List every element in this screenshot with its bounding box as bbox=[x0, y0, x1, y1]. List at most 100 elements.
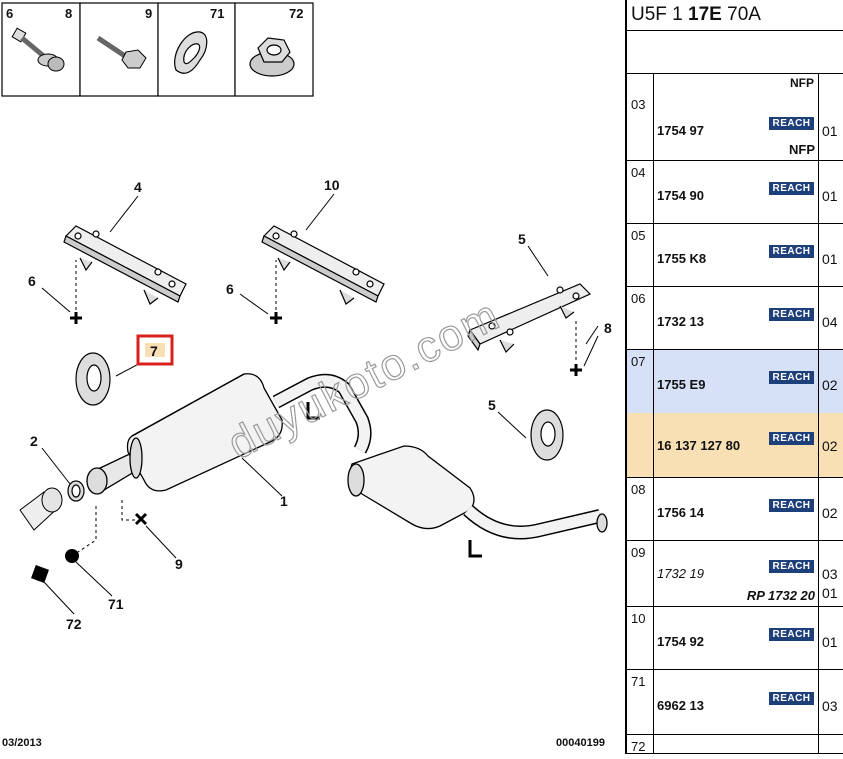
reach-badge: REACH bbox=[769, 499, 814, 512]
callout-7: 7 bbox=[150, 343, 158, 359]
box4-label: 72 bbox=[289, 6, 303, 21]
column-divider-index bbox=[653, 73, 654, 754]
bolt-washer-icon bbox=[11, 27, 65, 72]
box3-label: 71 bbox=[210, 6, 224, 21]
part-subnote: NFP bbox=[789, 142, 815, 157]
model-suffix: 70A bbox=[727, 4, 761, 25]
callout-1: 1 bbox=[280, 493, 288, 509]
hanger-plate-4 bbox=[467, 283, 592, 354]
part-reference: 6962 13 bbox=[657, 698, 704, 713]
column-divider-qty bbox=[818, 73, 819, 754]
reach-badge: REACH bbox=[769, 628, 814, 641]
part-quantity: 01 bbox=[822, 634, 838, 650]
reach-badge: REACH bbox=[769, 308, 814, 321]
part-reference: 1754 92 bbox=[657, 634, 704, 649]
exploded-parts-diagram: 6 8 9 71 72 bbox=[1, 2, 612, 749]
callout-2: 2 bbox=[30, 433, 38, 449]
reach-badge: REACH bbox=[769, 432, 814, 445]
part-quantity: 03 bbox=[822, 698, 838, 714]
gasket-2 bbox=[67, 480, 85, 502]
part-quantity: 01 bbox=[822, 251, 838, 267]
row-index: 72 bbox=[631, 739, 646, 754]
part-quantity: 03 bbox=[822, 566, 838, 582]
rubber-mount-7 bbox=[75, 352, 111, 406]
parts-row[interactable]: 08 1756 14 REACH 02 bbox=[627, 478, 843, 541]
part-reference: 1754 90 bbox=[657, 188, 704, 203]
part-reference: 1754 97 bbox=[657, 123, 704, 138]
parts-row[interactable]: 07 1755 E9 REACH 02 bbox=[627, 350, 843, 413]
part-subnote-quantity: 01 bbox=[822, 585, 838, 601]
hanger-plate-3 bbox=[63, 225, 187, 305]
callout-10: 10 bbox=[324, 177, 340, 193]
row-index: 05 bbox=[631, 228, 646, 243]
row-index: 10 bbox=[631, 611, 646, 626]
part-quantity: 02 bbox=[822, 505, 838, 521]
callout-6a: 6 bbox=[28, 273, 36, 289]
nut-72-marker bbox=[31, 565, 49, 583]
part-quantity: 01 bbox=[822, 188, 838, 204]
reach-badge: REACH bbox=[769, 182, 814, 195]
part-reference: 1732 13 bbox=[657, 314, 704, 329]
hanger-plate-10 bbox=[261, 225, 385, 305]
part-reference: 1732 19 bbox=[657, 566, 704, 581]
box2-label: 9 bbox=[145, 6, 152, 21]
model-header: U5F 1 17E 70A bbox=[627, 0, 843, 30]
footer-code: 00040199 bbox=[556, 737, 605, 749]
callout-4: 5 bbox=[518, 231, 526, 247]
model-bold: 17E bbox=[688, 4, 722, 25]
parts-row[interactable]: 16 137 127 80 REACH 02 bbox=[627, 413, 843, 478]
callout-71: 71 bbox=[108, 596, 124, 612]
fastener-markers bbox=[70, 312, 582, 526]
part-quantity: 02 bbox=[822, 438, 838, 454]
parts-row[interactable]: 05 1755 K8 REACH 01 bbox=[627, 224, 843, 287]
row-index: 03 bbox=[631, 97, 646, 112]
parts-row[interactable]: 71 6962 13 REACH 03 bbox=[627, 670, 843, 735]
box1-label-right: 8 bbox=[65, 6, 72, 21]
part-reference: 1755 K8 bbox=[657, 251, 707, 266]
row-index: 04 bbox=[631, 165, 646, 180]
callout-7-fill bbox=[145, 343, 165, 357]
reach-badge: REACH bbox=[769, 371, 814, 384]
washer-71-marker bbox=[65, 549, 79, 563]
row-index: 09 bbox=[631, 545, 646, 560]
flange-nut-icon bbox=[249, 37, 295, 77]
row-index: 08 bbox=[631, 482, 646, 497]
row-index: 07 bbox=[631, 354, 646, 369]
part-quantity: 01 bbox=[822, 123, 838, 139]
reach-badge: REACH bbox=[769, 692, 814, 705]
part-quantity: 04 bbox=[822, 314, 838, 330]
part-reference: 16 137 127 80 bbox=[657, 438, 741, 453]
part-quantity: 02 bbox=[822, 377, 838, 393]
dashed-guides bbox=[71, 260, 577, 557]
callout-72: 72 bbox=[66, 616, 82, 632]
part-reference: 1755 E9 bbox=[657, 377, 706, 392]
table-top-border bbox=[627, 73, 843, 74]
part-subnote: RP 1732 20 bbox=[746, 588, 815, 603]
callout-9: 9 bbox=[175, 556, 183, 572]
table-header-nfp: NFP bbox=[790, 76, 814, 90]
parts-row[interactable]: 72 bbox=[627, 735, 843, 754]
diagram-svg: 6 8 9 71 72 bbox=[1, 2, 612, 749]
reach-badge: REACH bbox=[769, 245, 814, 258]
exhaust-system bbox=[86, 373, 608, 558]
part-reference: 1756 14 bbox=[657, 505, 704, 520]
callout-8: 8 bbox=[604, 320, 612, 336]
rubber-mount-5 bbox=[530, 409, 564, 461]
parts-row[interactable]: 04 1754 90 REACH 01 bbox=[627, 161, 843, 224]
box1-label-left: 6 bbox=[6, 6, 13, 21]
row-index: 06 bbox=[631, 291, 646, 306]
parts-row[interactable]: 10 1754 92 REACH 01 bbox=[627, 607, 843, 670]
callout-5: 5 bbox=[488, 397, 496, 413]
rubber-ring-icon bbox=[174, 31, 208, 74]
footer-date: 03/2013 bbox=[2, 737, 42, 749]
callout-6b: 6 bbox=[226, 281, 234, 297]
parts-row[interactable]: 06 1732 13 REACH 04 bbox=[627, 287, 843, 350]
reach-badge: REACH bbox=[769, 117, 814, 130]
bolt-icon bbox=[96, 35, 147, 69]
row-index: 71 bbox=[631, 674, 646, 689]
callout-3: 4 bbox=[134, 179, 142, 195]
model-prefix: U5F 1 bbox=[631, 4, 683, 25]
